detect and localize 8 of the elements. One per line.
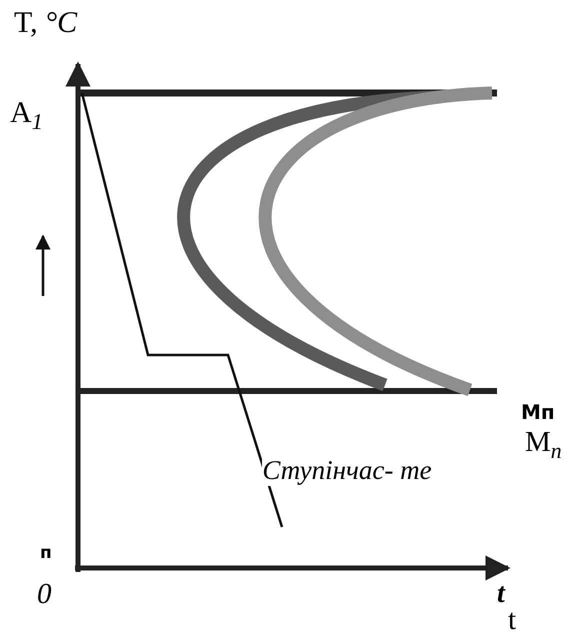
axis-label: п: [40, 545, 52, 562]
axis-label: t: [508, 606, 516, 635]
temperature-label: Мп: [521, 402, 555, 422]
axis-title: T, °C: [14, 8, 78, 38]
axis-label: t: [497, 580, 505, 608]
origin-label: 0: [37, 580, 52, 609]
temperature-label: M$_{n}$: [525, 428, 562, 463]
temperature-label: A$_{1}$: [10, 98, 43, 134]
